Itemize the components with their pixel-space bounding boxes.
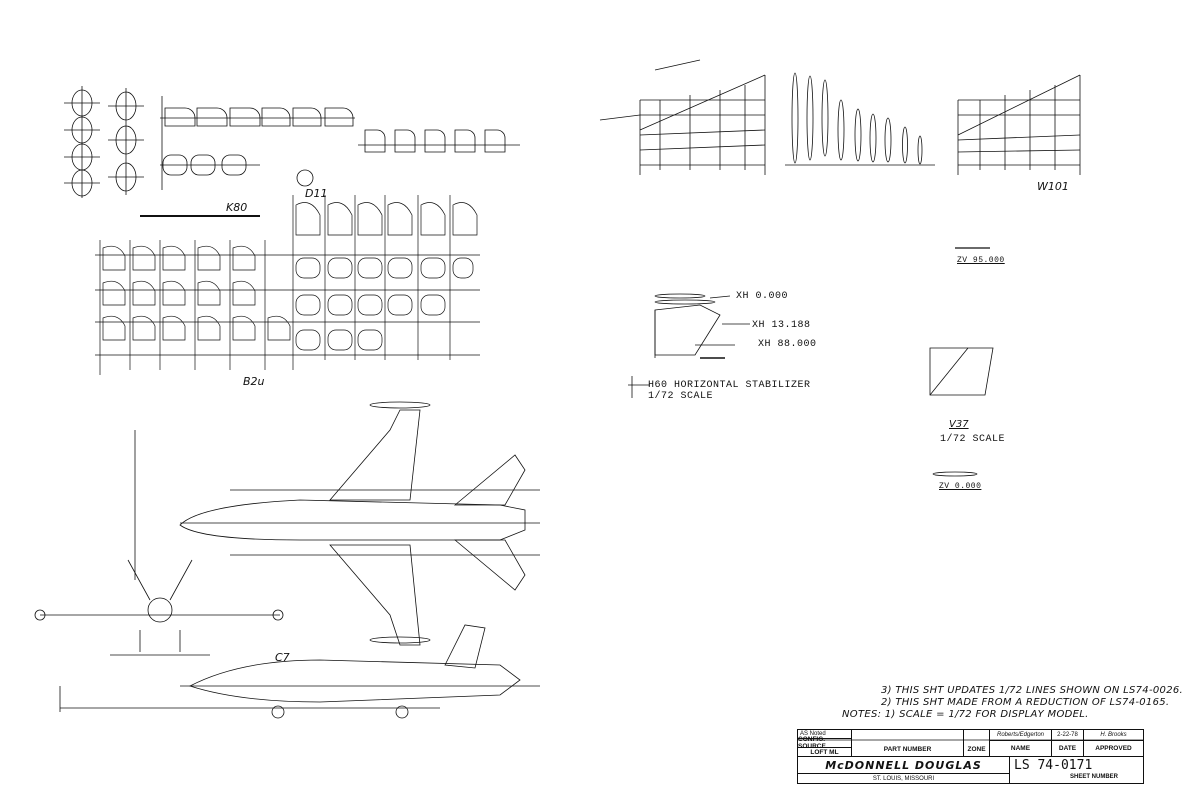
section-label-w101: W101 (1037, 180, 1069, 193)
note-2: 2) THIS SHT MADE FROM A REDUCTION OF LS7… (881, 697, 1170, 708)
loft-ml-cell: LOFT ML (798, 748, 852, 757)
wing-airfoil-sections (785, 72, 935, 166)
part-number-cell: PART NUMBER (852, 730, 964, 757)
station-zv-95: ZV 95.000 (957, 256, 1005, 265)
sheet-number-label: SHEET NUMBER (1070, 774, 1119, 780)
horizontal-stabilizer-title: H60 HORIZONTAL STABILIZER (648, 380, 811, 391)
horizontal-stabilizer-scale: 1/72 SCALE (648, 391, 714, 402)
horizontal-stabilizer-view (628, 293, 750, 398)
config-source-cell: CONFIG. SOURCE (798, 736, 852, 750)
name-header: NAME (990, 741, 1052, 757)
fuselage-sections-grid-main (95, 195, 480, 375)
company-location: ST. LOUIS, MISSOURI (798, 774, 1010, 784)
vertical-tail-label: V37 (949, 419, 969, 430)
note-3: 3) THIS SHT UPDATES 1/72 LINES SHOWN ON … (881, 685, 1183, 696)
title-block: AS Noted CONFIG. SOURCE LOFT ML PART NUM… (797, 729, 1144, 784)
wing-lines-view-left (599, 59, 766, 175)
aircraft-side-view (59, 624, 540, 719)
aircraft-plan-view (134, 401, 540, 646)
as-noted-cell: AS Noted (798, 730, 852, 739)
date-header: DATE (1052, 741, 1084, 757)
vertical-tail-view (929, 247, 994, 477)
drawn-by-cell: Roberts/Edgerton (990, 730, 1052, 741)
sheet-number-value: LS 74-0171 (1014, 758, 1093, 773)
vertical-tail-scale: 1/72 SCALE (940, 434, 1006, 445)
zone-cell: ZONE (964, 730, 990, 757)
company-name: McDONNELL DOUGLAS (798, 757, 1010, 774)
fuselage-sections-column-2 (108, 88, 144, 195)
aircraft-front-view (34, 559, 284, 656)
note-1: NOTES: 1) SCALE = 1/72 FOR DISPLAY MODEL… (842, 709, 1089, 720)
fuselage-sections-column-1 (64, 86, 100, 198)
fuselage-sections-grid-right (296, 129, 520, 187)
fuselage-sections-grid-top (160, 96, 355, 190)
wing-lines-view-right (957, 74, 1081, 175)
station-xh-13: XH 13.188 (752, 320, 811, 331)
section-label-k80: K80 (226, 201, 248, 214)
approved-header: APPROVED (1084, 741, 1143, 757)
sheet-number-box: LS 74-0171 SHEET NUMBER (1010, 757, 1143, 784)
station-zv-0: ZV 0.000 (939, 482, 982, 491)
approved-signature-cell: H. Brooks (1084, 730, 1143, 741)
station-xh-88: XH 88.000 (758, 339, 817, 350)
date-value-cell: 2-22-78 (1052, 730, 1084, 741)
section-label-b2u: B2u (243, 375, 265, 388)
section-label-c7: C7 (275, 651, 290, 664)
section-label-d11: D11 (305, 187, 328, 200)
station-xh-0: XH 0.000 (736, 291, 789, 302)
